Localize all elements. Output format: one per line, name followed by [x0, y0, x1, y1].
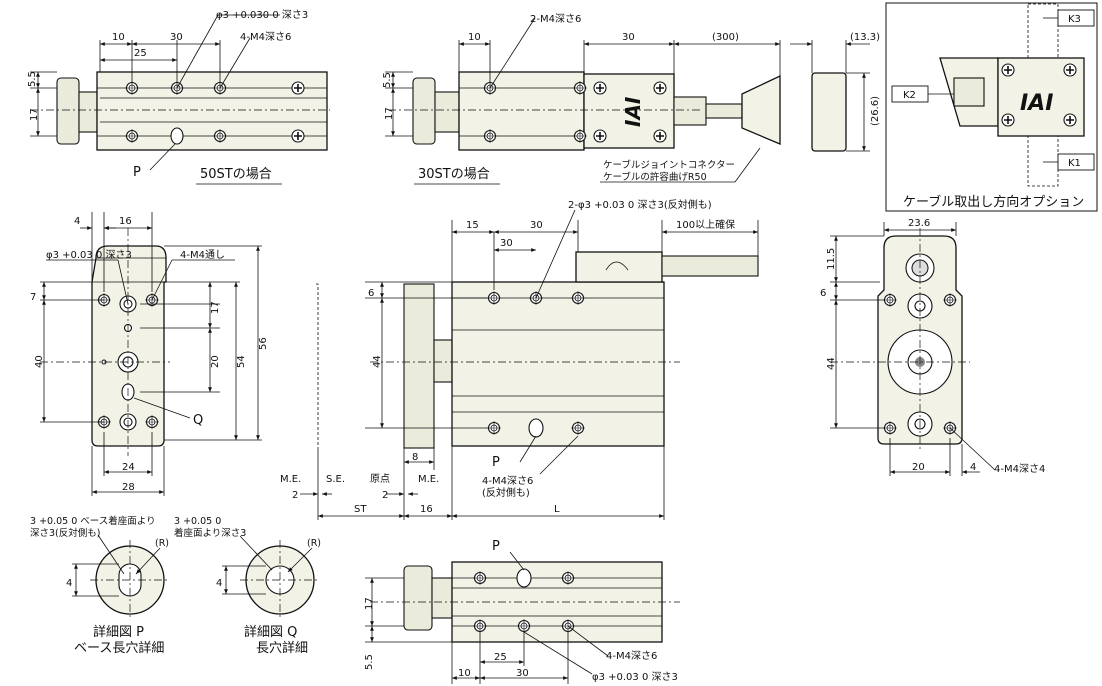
label-p-main: P [492, 455, 500, 470]
dim-30st-300: (300) [712, 32, 739, 43]
dim-main-30a: 30 [530, 220, 543, 231]
dim-left-4: 4 [74, 216, 80, 227]
note-cable-joint: ケーブルジョイントコネクター [603, 159, 735, 171]
subtitle-detail-p: ベース長穴詳細 [74, 640, 164, 656]
dim-bottom-25: 25 [494, 652, 507, 663]
note-30st-m4: 2-M4深さ6 [530, 13, 581, 25]
dim-main-6: 6 [368, 288, 374, 299]
note-detail-p-1: 3 +0.05 0 ベース着座面より [30, 515, 156, 527]
note-cable-bend: ケーブルの許容曲げR50 [603, 171, 707, 183]
subtitle-detail-q: 長穴詳細 [256, 640, 308, 656]
note-bottom-m4: 4-M4深さ6 [606, 650, 657, 662]
label-me-2: M.E. [418, 474, 439, 485]
dim-30st-17: 17 [384, 107, 395, 120]
dim-left-56: 56 [258, 337, 269, 350]
label-k2: K2 [903, 90, 916, 101]
label-k3: K3 [1068, 14, 1081, 25]
dim-main-15: 15 [466, 220, 479, 231]
dim-main-16: 16 [420, 504, 433, 515]
dim-50st-25: 25 [134, 48, 147, 59]
dim-left-16: 16 [119, 216, 132, 227]
title-30st: 30STの場合 [418, 167, 490, 182]
dim-left-20: 20 [210, 355, 221, 368]
dim-end-13-3: (13.3) [850, 32, 880, 43]
label-detail-p-r: (R) [155, 538, 169, 549]
dim-right-11-5: 11.5 [826, 248, 837, 270]
label-se: S.E. [326, 474, 345, 485]
detail-q: 4 (R) 3 +0.05 0 着座面より深さ3 詳細図 Q 長穴詳細 [174, 516, 321, 656]
view-left-front: 4 16 φ3 +0.03 0 深さ3 4-M4通し 7 40 17 20 54… [30, 212, 269, 496]
dim-right-4: 4 [970, 462, 976, 473]
cable-option-title: ケーブル取出し方向オプション [903, 194, 1084, 210]
dim-left-54: 54 [236, 355, 247, 368]
dim-left-40: 40 [34, 355, 45, 368]
dim-right-23-6: 23.6 [908, 218, 930, 229]
note-right-m4: 4-M4深さ4 [994, 463, 1045, 475]
dim-30st-5-5: 5.5 [382, 72, 393, 88]
note-detail-q-1: 3 +0.05 0 [174, 516, 221, 527]
note-left-phi3: φ3 +0.03 0 深さ3 [46, 249, 132, 261]
dim-50st-17: 17 [29, 108, 40, 121]
dim-bottom-10: 10 [458, 668, 471, 679]
dim-end-26-6: (26.6) [870, 96, 881, 126]
note-detail-q-2: 着座面より深さ3 [174, 527, 246, 539]
dim-50st-5-5: 5.5 [27, 71, 38, 87]
view-main-side: 15 30 30 100以上確保 2-φ3 +0.03 0 深さ3(反対側も) … [280, 198, 759, 520]
iai-logo-option: IAI [1020, 91, 1053, 116]
dim-main-2b: 2 [382, 490, 388, 501]
note-main-both: (反対側も) [482, 486, 530, 499]
note-left-m4-thru: 4-M4通し [180, 249, 225, 261]
note-50st-phi3: φ3 +0.030 0 深さ3 [216, 9, 308, 21]
title-detail-q: 詳細図 Q [244, 624, 297, 640]
dim-main-30b: 30 [500, 238, 513, 249]
view-end-small: (13.3) (26.6) [790, 32, 881, 152]
dim-main-st: ST [354, 504, 367, 515]
label-p-bottom: P [492, 539, 500, 554]
dim-main-2a: 2 [292, 490, 298, 501]
label-q: Q [193, 413, 203, 428]
label-detail-q-r: (R) [307, 538, 321, 549]
dim-main-100: 100以上確保 [676, 218, 735, 231]
dim-detail-q-4: 4 [216, 578, 222, 589]
dim-left-24: 24 [122, 462, 135, 473]
dim-left-7: 7 [30, 292, 36, 303]
cable-option-box: IAI K3 K2 K1 ケーブル取出し方向オプション [885, 2, 1098, 212]
dim-bottom-30: 30 [516, 668, 529, 679]
label-origin: 原点 [370, 473, 390, 485]
dim-main-8: 8 [412, 452, 418, 463]
view-50st: 10 30 25 φ3 +0.030 0 深さ3 4-M4深さ6 5.5 17 … [27, 9, 330, 185]
note-main-m4: 4-M4深さ6 [482, 475, 533, 487]
dim-right-44: 44 [826, 357, 837, 370]
dim-main-44: 44 [372, 355, 383, 368]
label-p-50st: P [133, 165, 141, 180]
dim-30st-10: 10 [468, 32, 481, 43]
note-50st-m4: 4-M4深さ6 [240, 31, 291, 43]
view-right-end: 23.6 11.5 6 44 20 4 4-M4深さ4 [820, 218, 1045, 476]
title-50st: 50STの場合 [200, 167, 272, 182]
note-detail-p-2: 深さ3(反対側も) [30, 527, 100, 539]
dim-50st-30: 30 [170, 32, 183, 43]
dim-30st-30: 30 [622, 32, 635, 43]
note-bottom-phi3: φ3 +0.03 0 深さ3 [592, 671, 678, 683]
dim-left-17: 17 [210, 301, 221, 314]
label-k1: K1 [1068, 158, 1081, 169]
dim-50st-10: 10 [112, 32, 125, 43]
dim-right-20: 20 [912, 462, 925, 473]
label-me-1: M.E. [280, 474, 301, 485]
view-bottom: P 17 5.5 10 30 25 4-M4深さ6 φ3 +0.03 0 深さ3 [364, 539, 680, 684]
view-30st: IAI 10 30 (300) 2-M4深さ6 5.5 17 ケーブルジョイント… [382, 13, 781, 185]
dim-bottom-17: 17 [364, 597, 375, 610]
title-detail-p: 詳細図 P [93, 624, 144, 640]
dim-bottom-5-5: 5.5 [364, 654, 375, 670]
note-main-phi3: 2-φ3 +0.03 0 深さ3(反対側も) [568, 198, 712, 211]
dim-right-6: 6 [820, 288, 826, 299]
dim-left-28: 28 [122, 482, 135, 493]
detail-p: 4 (R) 3 +0.05 0 ベース着座面より 深さ3(反対側も) 詳細図 P… [30, 515, 170, 656]
dim-main-l: L [554, 504, 560, 515]
iai-logo-30st: IAI [621, 96, 645, 127]
dim-detail-p-4: 4 [66, 578, 72, 589]
